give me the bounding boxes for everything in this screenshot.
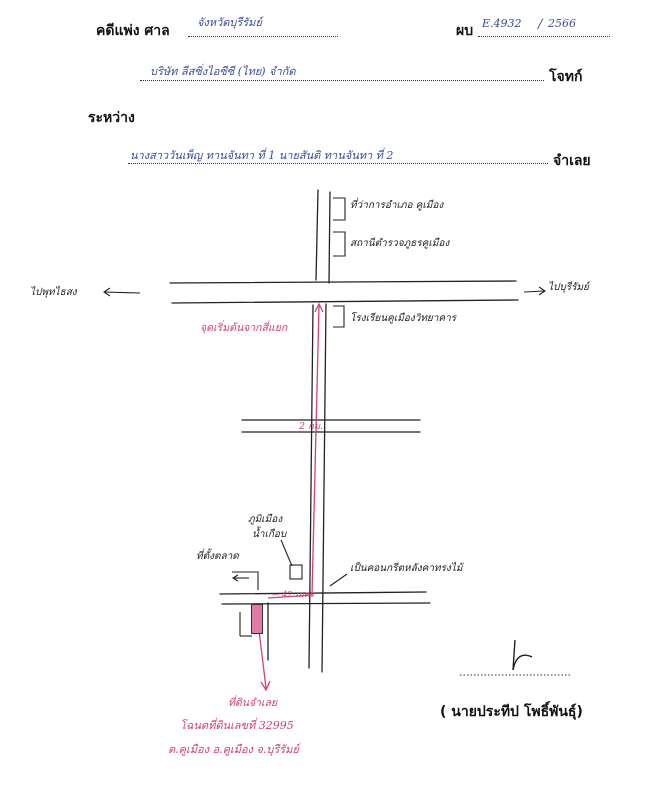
route-start-arrowhead bbox=[314, 302, 324, 313]
plaintiff-label: โจทก์ bbox=[549, 69, 583, 85]
distance-upper-label: 2 กม. bbox=[299, 421, 324, 432]
route-vertical bbox=[311, 305, 320, 596]
district-office-bracket bbox=[333, 197, 346, 221]
plaintiff-dotline bbox=[140, 80, 544, 81]
case-number-label: ผบ bbox=[456, 23, 474, 39]
case-type-label: คดีแพ่ง ศาล bbox=[96, 23, 170, 39]
signature-stroke-2 bbox=[512, 654, 533, 671]
signature-mark bbox=[512, 639, 533, 671]
left-direction-label: ไปพุทไธสง bbox=[30, 287, 77, 298]
market-arrow-head bbox=[231, 574, 239, 582]
roads bbox=[169, 189, 519, 673]
road-north-left-edge bbox=[315, 189, 319, 281]
court-name-dotline bbox=[188, 36, 338, 37]
fence-note-pointer bbox=[329, 573, 348, 587]
between-label: ระหว่าง bbox=[88, 110, 135, 126]
right-direction-label: ไปบุรีรัมย์ bbox=[548, 282, 589, 293]
left-side-place-label: ที่ตั้งตลาด bbox=[196, 551, 239, 562]
road-north-right-edge bbox=[328, 191, 331, 284]
defendant-dotline bbox=[128, 163, 548, 164]
case-number-value: E.4932 bbox=[482, 17, 522, 30]
defendant-label: จำเลย bbox=[553, 153, 591, 169]
nearby-place-box bbox=[289, 564, 303, 580]
case-number-dotline bbox=[478, 36, 610, 37]
arrow-right-head bbox=[538, 286, 546, 296]
landmark-brackets bbox=[333, 197, 346, 328]
main-road-top-edge bbox=[169, 280, 517, 284]
school-label: โรงเรียนคูเมืองวิทยาคาร bbox=[350, 313, 457, 324]
market-outline bbox=[232, 571, 259, 590]
road-south-right-edge bbox=[321, 303, 327, 673]
defendant-name: นางสาววันเพ็ญ ทานจันทา ที่ 1 นายสันติ ทา… bbox=[130, 149, 394, 162]
arrow-left-head bbox=[103, 287, 111, 297]
arrow-left-shaft bbox=[103, 291, 141, 294]
distance-lower-label: ← 42 เมตร bbox=[272, 590, 314, 600]
direction-arrows bbox=[103, 286, 546, 297]
lower-road-top-edge bbox=[219, 591, 427, 595]
signer-name: ( นายประทีป โพธิ์พันธุ์) bbox=[440, 704, 583, 720]
fence-note-label: เป็นคอนกรีตหลังคาทรงไม้ bbox=[350, 563, 463, 574]
signature-stroke-1 bbox=[512, 639, 516, 671]
start-point-label: จุดเริ่มต้นจากสี่แยก bbox=[200, 322, 288, 334]
target-land-line1: ที่ดินจำเลย bbox=[228, 697, 278, 709]
nearby-place-line1: ภูมิเมือง bbox=[248, 514, 283, 525]
road-south-left-edge bbox=[308, 304, 314, 669]
nearby-place-line2: น้ำเกือบ bbox=[252, 529, 287, 540]
district-office-label: ที่ว่าการอำเภอ คูเมือง bbox=[350, 200, 444, 211]
nearby-place-pointer bbox=[280, 539, 293, 567]
case-year-separator: / bbox=[538, 17, 543, 32]
arrow-right-shaft bbox=[523, 290, 545, 293]
pointer-arrowhead bbox=[260, 680, 271, 692]
police-station-bracket bbox=[333, 231, 346, 257]
target-land-parcel bbox=[251, 604, 263, 634]
route-turn bbox=[267, 594, 313, 599]
police-station-label: สถานีตำรวจภูธรคูเมือง bbox=[350, 238, 450, 249]
main-road-bottom-edge bbox=[171, 299, 519, 304]
case-year-value: 2566 bbox=[548, 17, 576, 30]
target-land-line2: โฉนดที่ดินเลขที่ 32995 bbox=[180, 719, 294, 732]
plaintiff-name: บริษัท ลีสซิ่งไอซีซี (ไทย) จำกัด bbox=[150, 65, 296, 78]
lower-road-bottom-edge bbox=[221, 602, 431, 605]
court-name: จังหวัดบุรีรัมย์ bbox=[197, 16, 262, 29]
school-bracket bbox=[333, 305, 345, 328]
target-land-line3: ต.คูเมือง อ.คูเมือง จ.บุรีรัมย์ bbox=[168, 743, 299, 756]
small-structures bbox=[231, 539, 348, 637]
